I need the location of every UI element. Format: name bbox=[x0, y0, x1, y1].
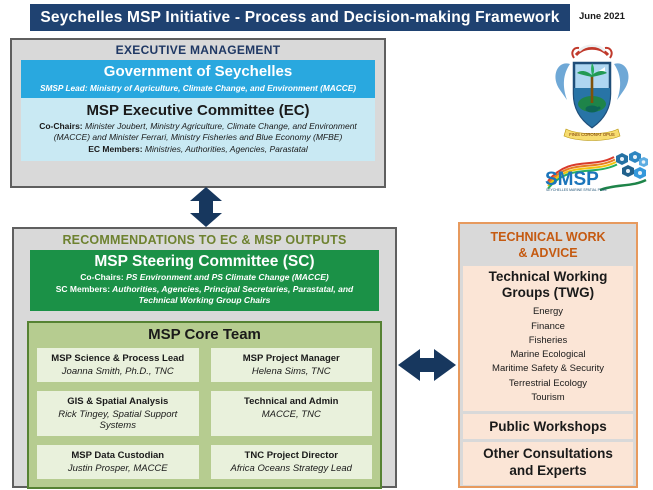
core-role: Technical and Admin bbox=[244, 395, 339, 407]
ec-members-label: EC Members: bbox=[88, 143, 143, 154]
core-team-cell: TNC Project Director Africa Oceans Strat… bbox=[210, 444, 372, 479]
sc-members-label: SC Members: bbox=[55, 283, 111, 294]
core-role: TNC Project Director bbox=[244, 449, 338, 461]
twg-item: Maritime Safety & Security bbox=[492, 363, 604, 375]
sc-co-chairs-label: Co-Chairs: bbox=[80, 272, 124, 283]
technical-work-title: TECHNICAL WORK & ADVICE bbox=[470, 229, 626, 262]
recommendations-panel: RECOMMENDATIONS TO EC & MSP OUTPUTS MSP … bbox=[12, 227, 397, 489]
government-box: Government of Seychelles SMSP Lead: Mini… bbox=[21, 60, 375, 98]
core-team-grid: MSP Science & Process Lead Joanna Smith,… bbox=[37, 347, 372, 479]
ec-members-text: Ministries, Authorities, Agencies, Paras… bbox=[142, 143, 308, 154]
seychelles-coat-of-arms-icon: FINIS CORONAT OPUS bbox=[555, 44, 629, 141]
executive-management-title: EXECUTIVE MANAGEMENT bbox=[115, 43, 281, 57]
steering-committee-box: MSP Steering Committee (SC) Co-Chairs: P… bbox=[30, 250, 379, 311]
twg-title: Technical Working Groups (TWG) bbox=[488, 268, 608, 301]
ec-co-chairs-line: Co-Chairs: Minister Joubert, Ministry Ag… bbox=[28, 121, 368, 144]
core-role: GIS & Spatial Analysis bbox=[67, 395, 169, 407]
core-team-cell: GIS & Spatial Analysis Rick Tingey, Spat… bbox=[37, 390, 199, 436]
page-title: Seychelles MSP Initiative - Process and … bbox=[40, 8, 560, 26]
executive-committee-box: MSP Executive Committee (EC) Co-Chairs: … bbox=[21, 97, 375, 162]
horizontal-double-arrow-icon bbox=[398, 349, 456, 381]
executive-committee-title: MSP Executive Committee (EC) bbox=[86, 101, 310, 119]
technical-work-title-line1: TECHNICAL WORK bbox=[490, 230, 606, 244]
smsp-logo-caption: SEYCHELLES MARINE SPATIAL PLAN bbox=[546, 188, 607, 192]
twg-item: Energy bbox=[532, 306, 564, 318]
core-person: Justin Prosper, MACCE bbox=[67, 462, 168, 474]
recommendations-title: RECOMMENDATIONS TO EC & MSP OUTPUTS bbox=[62, 233, 347, 247]
core-person: Helena Sims, TNC bbox=[251, 365, 331, 377]
core-team-cell: MSP Project Manager Helena Sims, TNC bbox=[210, 347, 372, 382]
crest-motto: FINIS CORONAT OPUS bbox=[569, 132, 615, 137]
ec-members-line: EC Members: Ministries, Authorities, Age… bbox=[28, 144, 368, 156]
sc-members-text: Authorities, Agencies, Principal Secreta… bbox=[110, 283, 354, 306]
twg-box: Technical Working Groups (TWG) Energy Fi… bbox=[463, 265, 633, 411]
twg-item: Terrestrial Ecology bbox=[508, 377, 588, 389]
twg-item: Fisheries bbox=[528, 334, 568, 346]
date-label: June 2021 bbox=[579, 11, 625, 22]
core-person: Joanna Smith, Ph.D., TNC bbox=[61, 365, 174, 377]
other-consultations-text: Other Consultations and Experts bbox=[483, 446, 613, 478]
sc-members-line: SC Members: Authorities, Agencies, Princ… bbox=[38, 284, 371, 307]
government-subtitle: SMSP Lead: Ministry of Agriculture, Clim… bbox=[39, 82, 357, 93]
core-team-title: MSP Core Team bbox=[148, 325, 261, 343]
executive-management-panel: EXECUTIVE MANAGEMENT Government of Seych… bbox=[10, 38, 386, 188]
twg-item: Marine Ecological bbox=[510, 349, 586, 360]
ec-co-chairs-label: Co-Chairs: bbox=[39, 120, 83, 131]
title-bar: Seychelles MSP Initiative - Process and … bbox=[30, 4, 570, 31]
smsp-logo: SMSP SEYCHELLES MARINE SPATIAL PLAN bbox=[545, 151, 648, 192]
core-team-box: MSP Core Team MSP Science & Process Lead… bbox=[27, 320, 382, 489]
technical-work-panel: TECHNICAL WORK & ADVICE Technical Workin… bbox=[458, 222, 638, 488]
steering-committee-title: MSP Steering Committee (SC) bbox=[94, 253, 315, 270]
ec-co-chairs-text: Minister Joubert, Ministry Agriculture, … bbox=[53, 120, 357, 143]
twg-item: Finance bbox=[531, 320, 565, 332]
twg-item: Tourism bbox=[531, 391, 565, 403]
sc-co-chairs-line: Co-Chairs: PS Environment and PS Climate… bbox=[38, 272, 371, 284]
vertical-double-arrow-icon bbox=[190, 187, 222, 227]
public-workshops-box: Public Workshops bbox=[463, 414, 633, 439]
government-title: Government of Seychelles bbox=[103, 63, 293, 80]
core-role: MSP Project Manager bbox=[242, 352, 340, 364]
core-role: MSP Data Custodian bbox=[71, 449, 165, 461]
core-team-cell: Technical and Admin MACCE, TNC bbox=[210, 390, 372, 436]
technical-work-title-line2: & ADVICE bbox=[518, 246, 578, 261]
core-person: MACCE, TNC bbox=[261, 408, 321, 420]
core-team-cell: MSP Data Custodian Justin Prosper, MACCE bbox=[37, 444, 199, 479]
core-person: Africa Oceans Strategy Lead bbox=[230, 462, 352, 474]
sc-co-chairs-text: PS Environment and PS Climate Change (MA… bbox=[123, 272, 329, 283]
core-role: MSP Science & Process Lead bbox=[51, 352, 185, 364]
smsp-hexagon-icons bbox=[616, 151, 648, 179]
smsp-logo-text: SMSP bbox=[545, 169, 599, 190]
core-person: Rick Tingey, Spatial Support Systems bbox=[58, 408, 178, 431]
other-consultations-box: Other Consultations and Experts bbox=[463, 442, 633, 485]
core-team-cell: MSP Science & Process Lead Joanna Smith,… bbox=[37, 347, 199, 382]
